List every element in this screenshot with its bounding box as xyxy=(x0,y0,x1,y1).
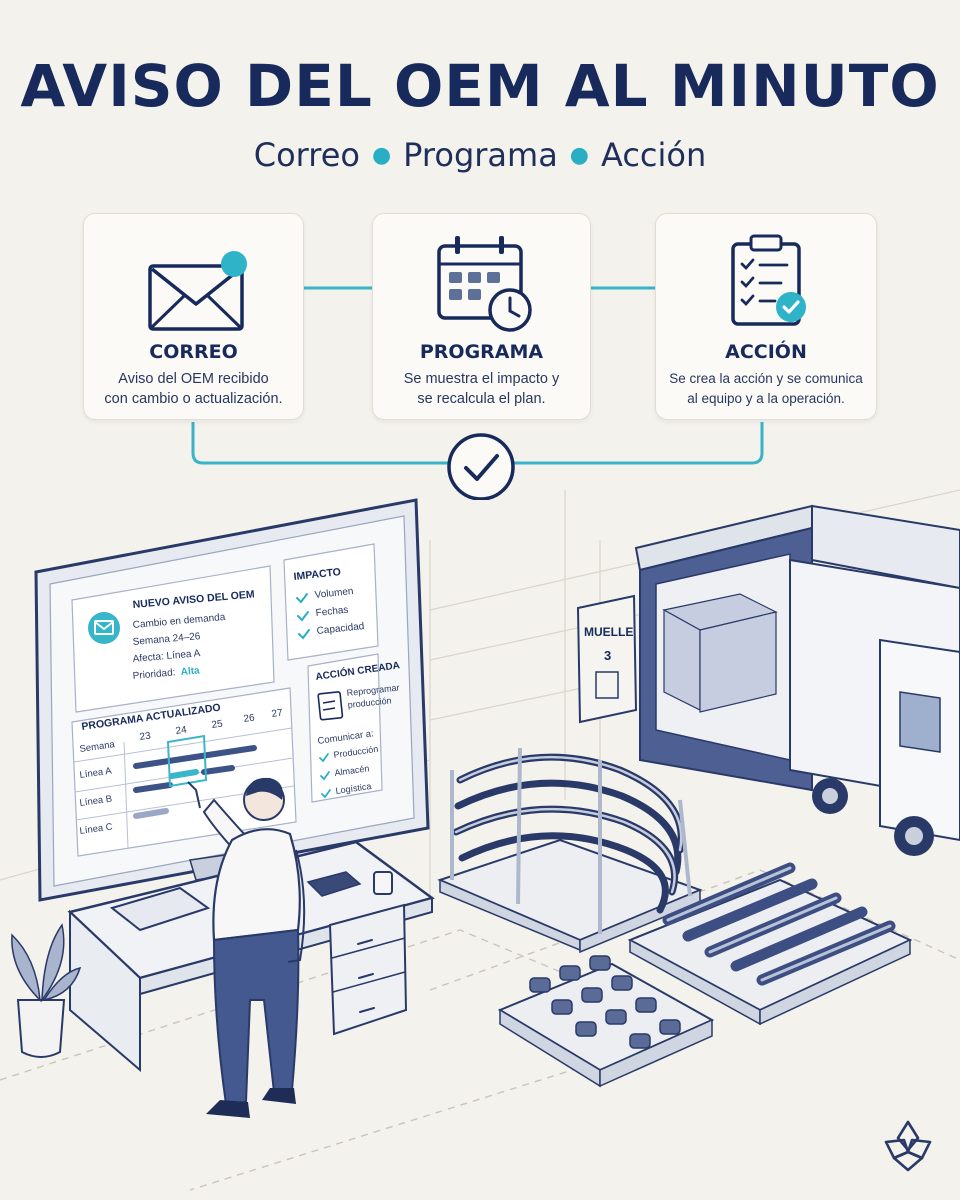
calendar-clock-icon xyxy=(436,236,532,332)
desc-line: al equipo y a la operación. xyxy=(687,391,845,406)
step-description: Se crea la acción y se comunica al equipo… xyxy=(666,369,866,409)
step-title: CORREO xyxy=(149,341,238,363)
week-number: 24 xyxy=(175,724,188,737)
week-number: 23 xyxy=(139,730,152,743)
step-card-accion: ACCIÓN Se crea la acción y se comunica al… xyxy=(655,213,877,420)
line-label: Línea A xyxy=(79,766,113,781)
desc-line: con cambio o actualización. xyxy=(104,391,283,407)
desc-line: Se crea la acción y se comunica xyxy=(669,371,863,386)
page-title: AVISO DEL OEM AL MINUTO xyxy=(20,52,940,120)
delivery-truck xyxy=(634,504,960,856)
week-number: 26 xyxy=(243,712,256,725)
worker-person xyxy=(187,777,306,1118)
envelope-icon xyxy=(147,251,247,331)
separator-dot-icon: ● xyxy=(569,143,589,168)
week-number: 27 xyxy=(271,707,284,720)
subtitle-correo: Correo xyxy=(253,136,360,174)
step-title: PROGRAMA xyxy=(419,341,544,363)
line-label: Línea C xyxy=(79,821,114,837)
subtitle-accion: Acción xyxy=(601,136,707,174)
notice-priority-label: Prioridad: xyxy=(132,667,176,682)
step-card-correo: CORREO Aviso del OEM recibido con cambio … xyxy=(83,213,304,420)
mug-icon xyxy=(373,871,393,895)
flow-connectors xyxy=(191,286,764,500)
step-title: ACCIÓN xyxy=(725,341,807,363)
brand-logo-icon xyxy=(884,1120,932,1172)
hose-pallet xyxy=(437,747,703,954)
desc-line: se recalcula el plan. xyxy=(417,391,546,407)
impact-title: IMPACTO xyxy=(293,566,341,583)
desc-line: Se muestra el impacto y xyxy=(403,371,560,387)
clipboard-check-icon xyxy=(731,234,806,326)
dock-label: MUELLE xyxy=(584,625,633,639)
impact-item: Fechas xyxy=(315,605,349,619)
clipboard-icon xyxy=(317,691,344,721)
warehouse-scene: NUEVO AVISO DEL OEM Cambio en demanda Se… xyxy=(0,489,960,1191)
plant-icon xyxy=(11,923,82,1058)
pipe-pallet xyxy=(627,862,913,1026)
check-icon xyxy=(319,753,331,799)
week-label: Semana xyxy=(79,739,116,755)
action-task: producción xyxy=(347,695,392,710)
gantt-bars xyxy=(133,745,257,819)
tablet-icon xyxy=(109,886,211,932)
cargo-boxes xyxy=(662,593,778,713)
page-subtitle: Correo ● Programa ● Acción xyxy=(0,136,960,174)
line-label: Línea B xyxy=(79,794,113,809)
notebook-icon xyxy=(306,871,362,897)
desc-line: Aviso del OEM recibido xyxy=(118,371,269,387)
check-icon xyxy=(296,593,310,640)
highlighted-week xyxy=(166,734,208,788)
week-number: 25 xyxy=(211,718,224,731)
step-description: Se muestra el impacto y se recalcula el p… xyxy=(383,369,580,409)
recipient: Logística xyxy=(335,781,372,796)
notice-priority-value: Alta xyxy=(180,665,200,678)
recipient: Almacén xyxy=(334,763,370,778)
step-description: Aviso del OEM recibido con cambio o actua… xyxy=(94,369,293,409)
impact-panel: IMPACTO Volumen Fechas Capacidad xyxy=(283,543,379,661)
check-circle-icon xyxy=(447,433,515,500)
dock-sign: MUELLE 3 xyxy=(576,594,638,724)
impact-item: Capacidad xyxy=(316,621,365,637)
fittings-pallet xyxy=(497,955,715,1088)
fittings xyxy=(529,955,681,1049)
separator-dot-icon: ● xyxy=(371,143,392,168)
dock-number: 3 xyxy=(604,648,611,663)
schedule-panel: PROGRAMA ACTUALIZADO Semana 23 24 25 26 … xyxy=(71,687,297,857)
step-card-programa: PROGRAMA Se muestra el impacto y se recal… xyxy=(372,213,591,420)
impact-item: Volumen xyxy=(314,586,354,601)
subtitle-programa: Programa xyxy=(403,136,558,174)
notice-panel: NUEVO AVISO DEL OEM Cambio en demanda Se… xyxy=(71,565,275,713)
